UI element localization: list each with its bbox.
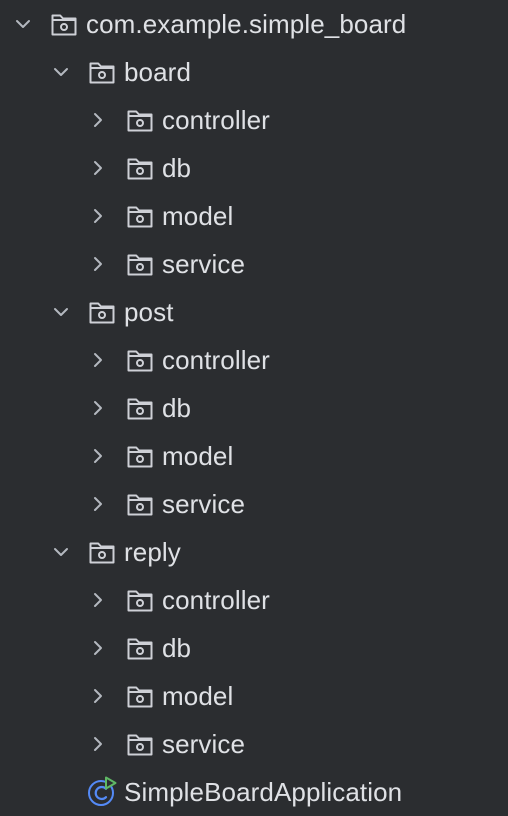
tree-node-label: board	[124, 57, 191, 87]
package-folder-icon	[124, 488, 156, 520]
tree-node-label: controller	[162, 345, 270, 375]
tree-node-package-board-db[interactable]: db	[0, 144, 508, 192]
tree-node-main-class[interactable]: SimpleBoardApplication	[0, 768, 508, 816]
chevron-down-icon[interactable]	[11, 12, 35, 36]
chevron-right-icon[interactable]	[86, 636, 110, 660]
chevron-right-icon[interactable]	[86, 492, 110, 516]
package-folder-icon	[48, 8, 80, 40]
package-folder-icon	[124, 200, 156, 232]
chevron-right-icon[interactable]	[86, 348, 110, 372]
tree-node-package-post-service[interactable]: service	[0, 480, 508, 528]
package-folder-icon	[86, 56, 118, 88]
tree-node-package-reply-db[interactable]: db	[0, 624, 508, 672]
chevron-right-icon[interactable]	[86, 156, 110, 180]
tree-node-label: service	[162, 729, 246, 759]
tree-node-package-reply-model[interactable]: model	[0, 672, 508, 720]
chevron-right-icon[interactable]	[86, 588, 110, 612]
spring-boot-application-class-icon	[88, 776, 117, 806]
package-folder-icon	[124, 632, 156, 664]
package-folder-icon	[124, 392, 156, 424]
chevron-right-icon[interactable]	[86, 684, 110, 708]
chevron-down-icon[interactable]	[49, 300, 73, 324]
chevron-down-icon[interactable]	[49, 60, 73, 84]
tree-node-package-reply-controller[interactable]: controller	[0, 576, 508, 624]
tree-node-label: model	[162, 681, 234, 711]
tree-node-label: com.example.simple_board	[86, 9, 407, 39]
tree-node-label: SimpleBoardApplication	[124, 777, 403, 807]
chevron-down-icon[interactable]	[49, 540, 73, 564]
tree-node-label: db	[162, 153, 192, 183]
tree-node-package-post-controller[interactable]: controller	[0, 336, 508, 384]
tree-node-label: model	[162, 441, 234, 471]
tree-node-root-package[interactable]: com.example.simple_board	[0, 0, 508, 48]
tree-node-label: db	[162, 633, 192, 663]
package-folder-icon	[124, 104, 156, 136]
package-folder-icon	[124, 344, 156, 376]
chevron-right-icon[interactable]	[86, 108, 110, 132]
chevron-right-icon[interactable]	[86, 396, 110, 420]
chevron-right-icon[interactable]	[86, 732, 110, 756]
package-folder-icon	[86, 296, 118, 328]
tree-node-label: model	[162, 201, 234, 231]
package-folder-icon	[86, 536, 118, 568]
tree-node-label: service	[162, 249, 246, 279]
package-folder-icon	[124, 152, 156, 184]
package-folder-icon	[124, 440, 156, 472]
chevron-right-icon[interactable]	[86, 444, 110, 468]
tree-node-package-post-db[interactable]: db	[0, 384, 508, 432]
package-folder-icon	[124, 680, 156, 712]
tree-node-package-board-model[interactable]: model	[0, 192, 508, 240]
package-folder-icon	[124, 248, 156, 280]
tree-node-label: controller	[162, 105, 270, 135]
tree-node-label: db	[162, 393, 192, 423]
tree-node-label: service	[162, 489, 246, 519]
package-folder-icon	[124, 728, 156, 760]
tree-node-label: controller	[162, 585, 270, 615]
tree-node-package-board-service[interactable]: service	[0, 240, 508, 288]
tree-node-package-post-model[interactable]: model	[0, 432, 508, 480]
tree-node-package-reply-service[interactable]: service	[0, 720, 508, 768]
tree-node-label: post	[124, 297, 174, 327]
tree-node-package-board-controller[interactable]: controller	[0, 96, 508, 144]
tree-node-package-post[interactable]: post	[0, 288, 508, 336]
chevron-right-icon[interactable]	[86, 204, 110, 228]
tree-node-package-board[interactable]: board	[0, 48, 508, 96]
package-folder-icon	[124, 584, 156, 616]
chevron-right-icon[interactable]	[86, 252, 110, 276]
tree-node-package-reply[interactable]: reply	[0, 528, 508, 576]
tree-node-label: reply	[124, 537, 181, 567]
